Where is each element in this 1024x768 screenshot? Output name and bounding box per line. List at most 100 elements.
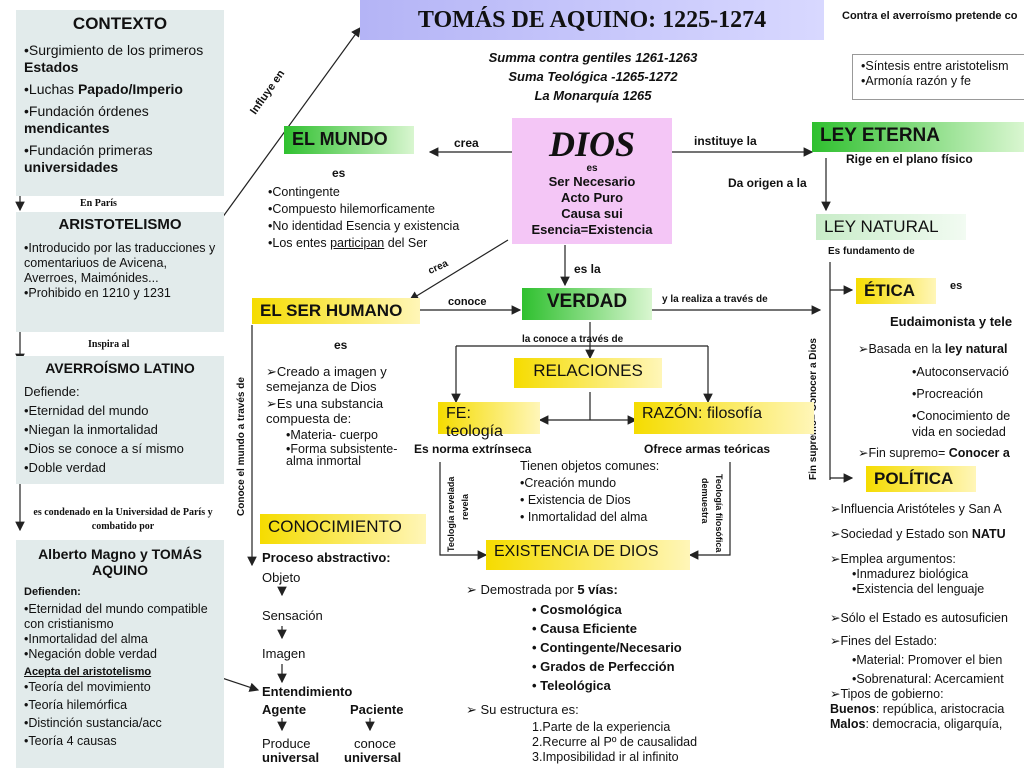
politica-sub: •Sobrenatural: Acercamient [852,672,1004,686]
paso-item: 3.Imposibilidad ir al infinito [532,750,679,764]
ser-conoce-label: conoce [448,296,487,308]
aristotelismo-text: •Introducido por las traducciones y come… [24,241,216,285]
averroismo-item: •Niegan la inmortalidad [24,422,158,437]
work-2: Suma Teológica -1265-1272 [508,69,678,84]
averroismo-item: •Doble verdad [24,460,106,475]
politica-sub: •Material: Promover el bien [852,653,1003,667]
alberto-item: •Eternidad del mundo compatible con cris… [24,602,208,631]
via-item: • Teleológica [532,678,611,693]
dios-line: Esencia=Existencia [531,222,653,237]
top-right-item-1: •Síntesis entre aristotelism [861,59,1009,73]
ser-humano-list: ➢Creado a imagen y semejanza de Dios ➢Es… [266,364,416,467]
mundo-item: •Contingente [268,185,340,199]
aristotelismo-box: ARISTOTELISMO •Introducido por las tradu… [16,212,224,332]
works-list: Summa contra gentiles 1261-1263 Suma Teo… [470,48,716,105]
fe-header: FE: teología [438,402,540,440]
mundo-list: •Contingente •Compuesto hilemorficamente… [268,184,518,252]
etica-header: ÉTICA [856,278,936,304]
alberto-item2: •Teoría del movimiento [24,680,151,694]
contexto-item: •Fundación primeras universidades [24,142,153,175]
conoce-label: conoce [354,736,396,751]
comunes-item: • Inmortalidad del alma [520,510,648,524]
dios-line: Acto Puro [560,190,624,205]
etica-sub: Eudaimonista y tele [890,314,1013,329]
ser-vertical-label: Conoce el mundo a través de [236,377,247,516]
verdad-header: VERDAD [522,288,652,320]
fe-vertical-1: Teología revelada [446,476,456,552]
politica-buenos: Buenos: república, aristocracia [830,702,1005,716]
politica-item: ➢Emplea argumentos: [830,552,956,566]
averroismo-title: AVERROÍSMO LATINO [45,360,195,376]
inspira-label: Inspira al [88,339,130,350]
etica-item: •Procreación [912,387,984,401]
relaciones-header: RELACIONES [514,358,662,388]
etica-basada: ➢Basada en la ley natural [858,342,1008,356]
conocimiento-header: CONOCIMIENTO [260,514,426,544]
contexto-box: CONTEXTO •Surgimiento de los primeros Es… [16,10,224,196]
alberto-acepta: Acepta del aristotelismo [24,666,152,678]
etica-fin: ➢Fin supremo= Conocer a [858,446,1010,460]
verdad-es-la-label: es la [574,262,601,276]
step-objeto: Objeto [262,570,301,585]
en-paris-label: En París [80,198,117,209]
politica-item: ➢Fines del Estado: [830,634,938,648]
top-right-title: Contra el averroísmo pretende co [842,10,1018,22]
dios-es: es [586,163,598,174]
existencia-estructura: ➢ Su estructura es: [466,702,579,717]
ley-natural-header: LEY NATURAL [816,214,966,240]
work-1: Summa contra gentiles 1261-1263 [488,50,698,65]
alberto-item2: •Teoría 4 causas [24,734,117,748]
alberto-item: •Negación doble verdad [24,647,157,661]
politica-item: ➢Sociedad y Estado son NATU [830,527,1006,541]
contexto-item: •Fundación órdenes mendicantes [24,103,149,136]
contexto-item: •Surgimiento de los primeros Estados [24,42,204,75]
via-item: • Cosmológica [532,602,622,617]
verdad-conoce-label: la conoce a través de [522,334,624,345]
mundo-item: •Los entes participan del Ser [268,236,428,250]
universal-1-label: universal [262,750,320,765]
aristotelismo-prohibido: •Prohibido en 1210 y 1231 [24,286,171,300]
dios-title: DIOS [548,124,636,164]
politica-header: POLÍTICA [866,466,976,492]
paciente-label: Paciente [350,702,404,717]
alberto-title: Alberto Magno y TOMÁS AQUINO [38,546,202,578]
politica-list: ➢Influencia Aristóteles y San A ➢Socieda… [830,502,1024,732]
alberto-item2: •Distinción sustancia/acc [24,716,162,730]
averroismo-box: AVERROÍSMO LATINO Defiende: •Eternidad d… [16,356,224,484]
alberto-item: •Inmortalidad del alma [24,632,148,646]
averroismo-item: •Dios se conoce a sí mismo [24,441,184,456]
universal-2-label: universal [344,750,402,765]
vias-list: • Cosmológica • Causa Eficiente • Contin… [532,600,682,695]
ser-es-label: es [334,338,348,352]
origen-label: Da origen a la [728,176,807,190]
fe-sub: Es norma extrínseca [414,442,532,456]
averroismo-item: •Eternidad del mundo [24,403,149,418]
etica-items: •Autoconservació •Procreación •Conocimie… [912,364,1024,440]
ser-sub: •Materia- cuerpo [286,428,378,442]
alberto-defienden: Defienden: [24,586,81,598]
aristotelismo-title: ARISTOTELISMO [58,216,182,233]
politica-sub: •Existencia del lenguaje [852,582,985,596]
condenado-label: es condenado en la Universidad de París … [33,507,213,532]
razon-vertical-2: Teología filosófica [714,474,724,553]
pasos-list: 1.Parte de la experiencia 2.Recurre al P… [532,720,697,765]
work-3: La Monarquía 1265 [534,88,652,103]
alberto-box: Alberto Magno y TOMÁS AQUINO Defienden: … [16,540,224,768]
alberto-item2: •Teoría hilemórfica [24,698,128,712]
existencia-header: EXISTENCIA DE DIOS [486,540,690,570]
proceso-label: Proceso abstractivo: [262,550,391,565]
politica-sub: •Inmadurez biológica [852,567,969,581]
rige-label: Rige en el plano físico [846,152,973,166]
comunes-item: • Existencia de Dios [520,493,631,507]
etica-item: •Conocimiento de vida en sociedad [912,409,1011,439]
via-item: • Contingente/Necesario [532,640,682,655]
ser-humano-header: EL SER HUMANO [252,298,420,324]
comunes-title: Tienen objetos comunes: [520,459,660,473]
ley-eterna-header: LEY ETERNA [812,122,1024,152]
via-item: • Grados de Perfección [532,659,675,674]
razon-header: RAZÓN: filosofía [634,402,814,434]
politica-item: ➢Influencia Aristóteles y San A [830,502,1002,516]
etica-item: •Autoconservació [912,365,1009,379]
produce-label: Produce [262,736,311,751]
